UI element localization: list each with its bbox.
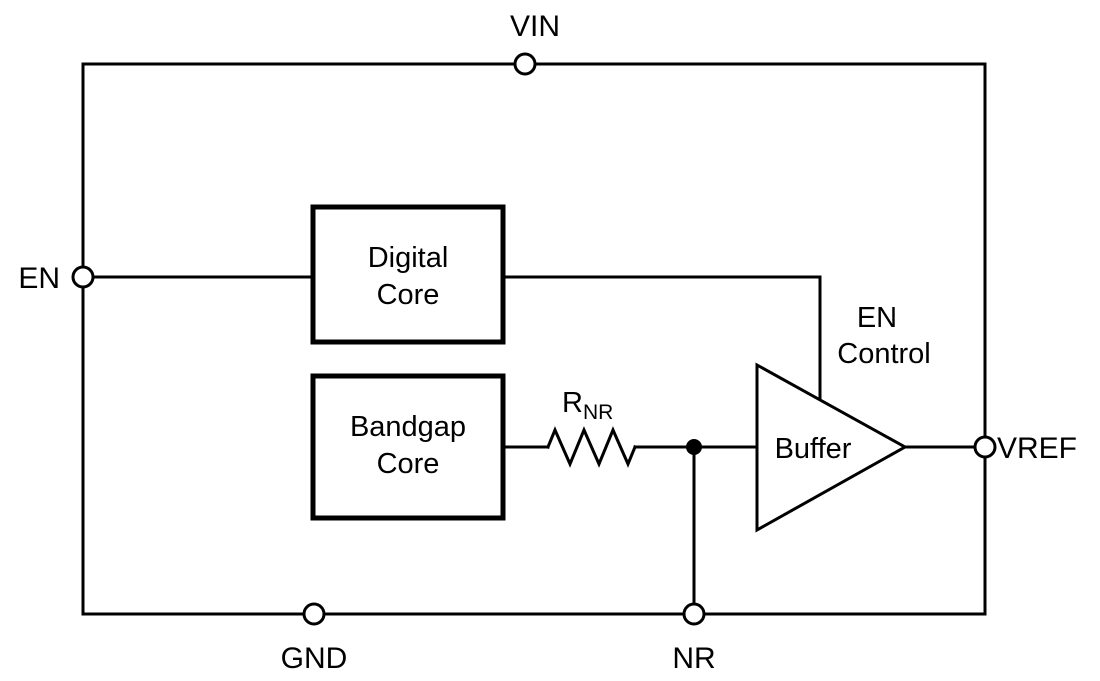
- digital-core-label-line1: Digital: [368, 242, 449, 274]
- resistor-label-sub: NR: [583, 401, 613, 424]
- resistor-label: RNR: [562, 387, 613, 424]
- vref-pin: [973, 435, 997, 459]
- buffer-label: Buffer: [775, 433, 852, 465]
- nr-pin-label: NR: [672, 642, 715, 675]
- digital-core-label-line2: Core: [377, 279, 440, 311]
- buffer-amplifier: [755, 362, 909, 533]
- en-control-label-line2: Control: [837, 338, 931, 370]
- bandgap-core-label-line1: Bandgap: [350, 411, 466, 443]
- vin-pin: [513, 52, 537, 76]
- gnd-pin-label: GND: [281, 642, 348, 675]
- gnd-pin: [302, 602, 326, 626]
- en-control-label-line1: EN: [857, 302, 897, 334]
- resistor-rnr-zigzag: [546, 426, 637, 468]
- en-pin-label: EN: [18, 262, 60, 295]
- en-pin: [71, 265, 95, 289]
- en-control-wire: [501, 275, 822, 402]
- resistor-label-base: R: [562, 387, 583, 419]
- nr-pin: [682, 602, 706, 626]
- bandgap-core-block: [310, 373, 506, 521]
- vin-pin-label: VIN: [510, 10, 560, 43]
- digital-core-block: [310, 204, 506, 345]
- vref-pin-label: VREF: [997, 432, 1077, 465]
- nr-junction-dot: [686, 439, 702, 455]
- bandgap-core-label-line2: Core: [377, 448, 440, 480]
